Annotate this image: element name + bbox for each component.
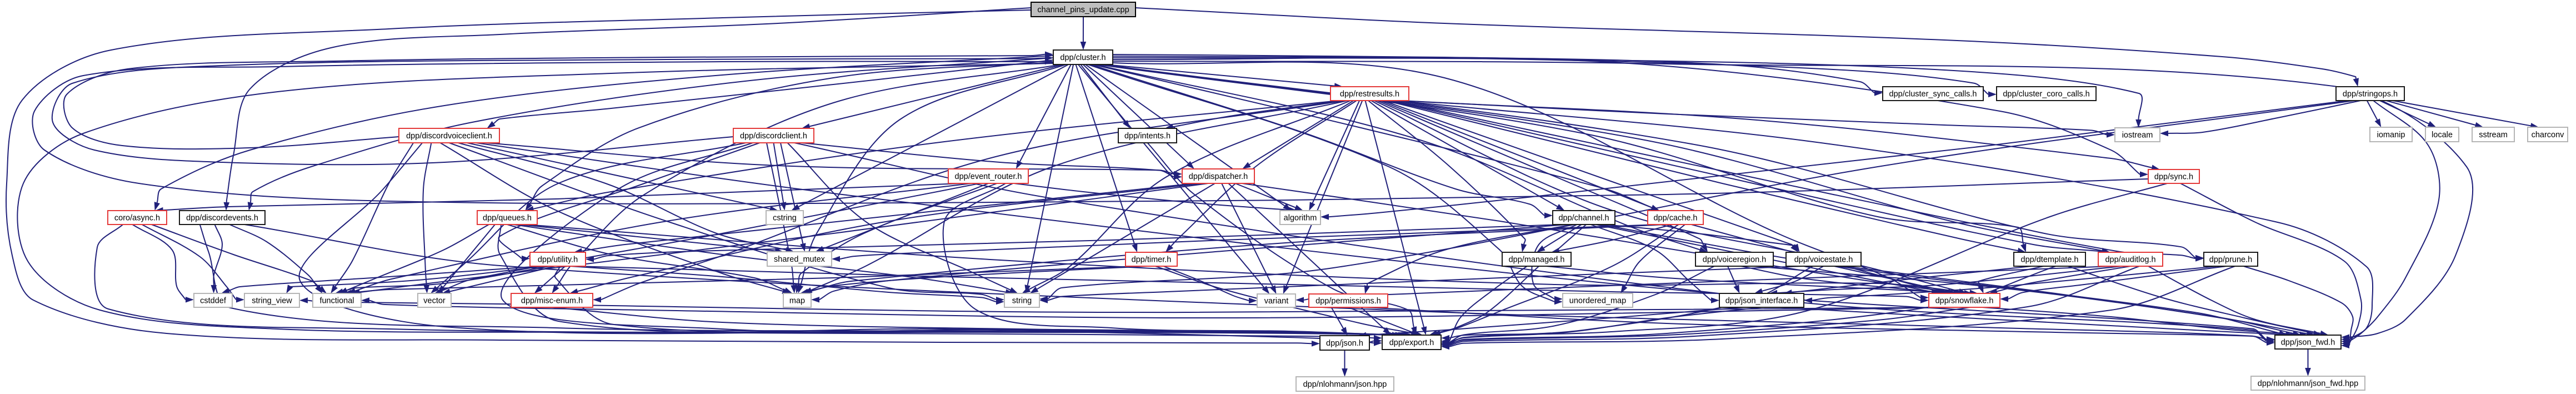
svg-text:string: string bbox=[1012, 297, 1032, 306]
svg-text:dpp/voicestate.h: dpp/voicestate.h bbox=[1794, 256, 1853, 265]
svg-text:locale: locale bbox=[2432, 131, 2453, 139]
svg-text:dpp/json_interface.h: dpp/json_interface.h bbox=[1725, 297, 1798, 306]
svg-text:dpp/stringops.h: dpp/stringops.h bbox=[2343, 90, 2398, 99]
svg-text:dpp/misc-enum.h: dpp/misc-enum.h bbox=[521, 297, 583, 306]
svg-text:dpp/json.h: dpp/json.h bbox=[1326, 339, 1363, 348]
svg-text:dpp/export.h: dpp/export.h bbox=[1389, 338, 1434, 347]
svg-text:dpp/cluster.h: dpp/cluster.h bbox=[1060, 53, 1106, 62]
svg-text:cstring: cstring bbox=[773, 214, 797, 223]
svg-text:sstream: sstream bbox=[2479, 131, 2508, 139]
svg-text:functional: functional bbox=[319, 297, 354, 306]
svg-text:shared_mutex: shared_mutex bbox=[774, 255, 826, 264]
svg-text:iomanip: iomanip bbox=[2377, 131, 2405, 139]
svg-text:dpp/cluster_sync_calls.h: dpp/cluster_sync_calls.h bbox=[1889, 90, 1977, 99]
svg-text:dpp/timer.h: dpp/timer.h bbox=[1132, 256, 1172, 265]
svg-text:dpp/managed.h: dpp/managed.h bbox=[1509, 256, 1565, 265]
svg-text:dpp/nlohmann/json_fwd.hpp: dpp/nlohmann/json_fwd.hpp bbox=[2258, 380, 2358, 388]
svg-text:dpp/discordclient.h: dpp/discordclient.h bbox=[740, 132, 807, 141]
svg-text:dpp/event_router.h: dpp/event_router.h bbox=[955, 172, 1022, 181]
svg-text:dpp/dtemplate.h: dpp/dtemplate.h bbox=[2021, 256, 2079, 265]
svg-text:cstddef: cstddef bbox=[200, 297, 227, 306]
svg-text:dpp/nlohmann/json.hpp: dpp/nlohmann/json.hpp bbox=[1303, 380, 1387, 389]
svg-text:dpp/queues.h: dpp/queues.h bbox=[483, 214, 532, 223]
svg-text:dpp/cluster_coro_calls.h: dpp/cluster_coro_calls.h bbox=[2003, 90, 2089, 99]
svg-text:channel_pins_update.cpp: channel_pins_update.cpp bbox=[1037, 6, 1129, 14]
svg-text:algorithm: algorithm bbox=[1284, 214, 1317, 223]
svg-text:iostream: iostream bbox=[2122, 131, 2153, 140]
svg-text:map: map bbox=[789, 297, 805, 306]
svg-text:coro/async.h: coro/async.h bbox=[114, 214, 160, 223]
svg-text:dpp/sync.h: dpp/sync.h bbox=[2154, 173, 2193, 182]
svg-text:dpp/voiceregion.h: dpp/voiceregion.h bbox=[1703, 256, 1766, 265]
svg-text:dpp/channel.h: dpp/channel.h bbox=[1558, 214, 1609, 223]
svg-text:unordered_map: unordered_map bbox=[1569, 297, 1626, 306]
svg-text:dpp/dispatcher.h: dpp/dispatcher.h bbox=[1189, 172, 1248, 181]
svg-text:dpp/snowflake.h: dpp/snowflake.h bbox=[1935, 297, 1994, 306]
svg-text:dpp/cache.h: dpp/cache.h bbox=[1653, 214, 1697, 223]
svg-text:dpp/permissions.h: dpp/permissions.h bbox=[1315, 297, 1381, 306]
svg-text:charconv: charconv bbox=[2532, 131, 2565, 139]
svg-text:dpp/intents.h: dpp/intents.h bbox=[1124, 132, 1171, 141]
svg-text:dpp/restresults.h: dpp/restresults.h bbox=[1340, 90, 1399, 99]
svg-text:dpp/json_fwd.h: dpp/json_fwd.h bbox=[2281, 338, 2335, 347]
svg-text:variant: variant bbox=[1264, 297, 1289, 306]
svg-text:dpp/discordevents.h: dpp/discordevents.h bbox=[186, 214, 258, 223]
svg-text:dpp/discordvoiceclient.h: dpp/discordvoiceclient.h bbox=[406, 132, 492, 141]
svg-text:dpp/auditlog.h: dpp/auditlog.h bbox=[2105, 256, 2155, 265]
svg-text:string_view: string_view bbox=[252, 297, 292, 306]
svg-text:dpp/prune.h: dpp/prune.h bbox=[2209, 256, 2252, 265]
svg-text:dpp/utility.h: dpp/utility.h bbox=[538, 256, 578, 265]
svg-text:vector: vector bbox=[423, 297, 446, 306]
